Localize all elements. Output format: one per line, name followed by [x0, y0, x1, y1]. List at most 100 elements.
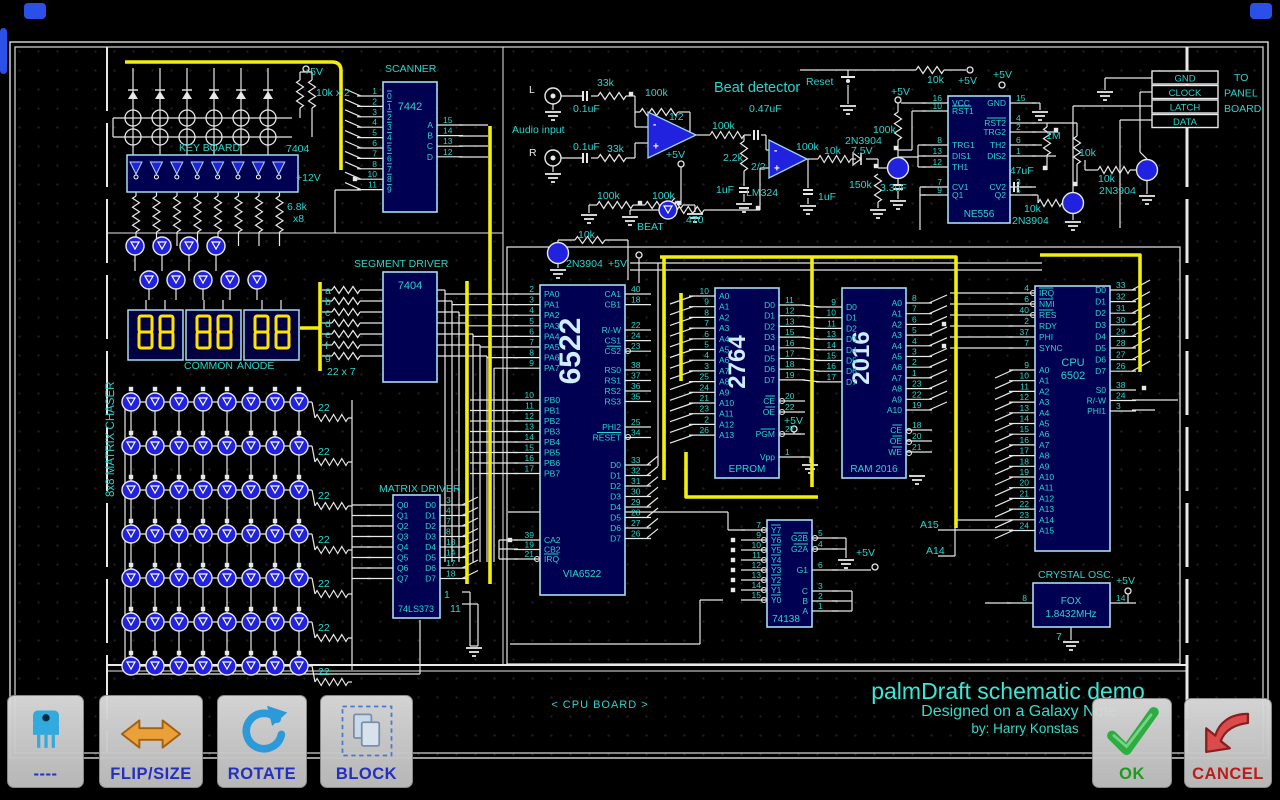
svg-text:6: 6 — [529, 326, 534, 336]
svg-text:29: 29 — [1116, 326, 1126, 336]
svg-text:PANEL: PANEL — [1224, 88, 1258, 100]
svg-text:1M: 1M — [1046, 130, 1061, 142]
svg-text:RS0: RS0 — [604, 365, 621, 375]
svg-text:D1: D1 — [764, 311, 775, 321]
svg-text:D1: D1 — [610, 471, 621, 481]
svg-text:8: 8 — [1022, 593, 1027, 603]
svg-text:A2: A2 — [892, 319, 903, 329]
svg-text:4: 4 — [372, 117, 377, 127]
svg-text:DIS2: DIS2 — [987, 151, 1006, 161]
svg-text:13: 13 — [785, 316, 795, 326]
svg-text:RESET: RESET — [593, 433, 621, 443]
svg-text:OE: OE — [890, 436, 903, 446]
svg-text:7: 7 — [1024, 338, 1029, 348]
svg-text:C: C — [802, 586, 808, 596]
svg-text:Y1: Y1 — [771, 585, 782, 595]
svg-text:A13: A13 — [719, 430, 734, 440]
svg-text:TRG2: TRG2 — [983, 127, 1006, 137]
svg-text:D0: D0 — [425, 500, 436, 510]
svg-text:14: 14 — [446, 548, 456, 558]
svg-text:10k x 2: 10k x 2 — [316, 87, 350, 99]
svg-text:25: 25 — [700, 372, 710, 382]
svg-text:18: 18 — [1020, 456, 1030, 466]
svg-text:26: 26 — [631, 529, 641, 539]
svg-text:3.3uF: 3.3uF — [880, 182, 907, 194]
svg-text:17: 17 — [1020, 446, 1030, 456]
cancel-button[interactable]: CANCEL — [1184, 698, 1272, 788]
svg-text:DATA: DATA — [1173, 117, 1198, 128]
svg-text:32: 32 — [1116, 292, 1126, 302]
component-layer: -+-+ — [121, 65, 1219, 676]
svg-text:D5: D5 — [764, 354, 775, 364]
svg-text:22: 22 — [318, 490, 330, 502]
svg-text:8: 8 — [912, 293, 917, 303]
svg-text:1: 1 — [785, 447, 790, 457]
svg-text:33k: 33k — [607, 143, 625, 155]
svg-text:22: 22 — [785, 402, 795, 412]
svg-text:6: 6 — [387, 153, 392, 163]
svg-text:14: 14 — [1020, 414, 1030, 424]
svg-text:PHI2: PHI2 — [602, 422, 621, 432]
svg-text:10k: 10k — [824, 145, 842, 157]
svg-text:-: - — [774, 146, 777, 157]
chip-segment-driver-7404[interactable]: 7404 — [382, 271, 438, 383]
svg-text:74138: 74138 — [772, 614, 800, 625]
svg-text:1: 1 — [387, 101, 392, 111]
block-button[interactable]: BLOCK — [320, 695, 413, 788]
svg-text:D6: D6 — [846, 366, 857, 376]
svg-text:D3: D3 — [425, 532, 436, 542]
svg-text:22: 22 — [318, 578, 330, 590]
svg-text:7: 7 — [704, 318, 709, 328]
svg-text:11: 11 — [785, 295, 794, 305]
svg-text:A10: A10 — [1039, 472, 1054, 482]
svg-text:a: a — [325, 285, 331, 297]
svg-text:CRYSTAL OSC.: CRYSTAL OSC. — [1038, 569, 1114, 581]
svg-text:D1: D1 — [425, 511, 436, 521]
flip-size-button[interactable]: FLIP/SIZE — [99, 695, 203, 788]
blue-edge-mark — [0, 28, 7, 74]
svg-text:24: 24 — [1116, 391, 1126, 401]
svg-text:2: 2 — [1024, 316, 1029, 326]
svg-text:10: 10 — [700, 286, 710, 296]
svg-text:15: 15 — [1016, 93, 1026, 103]
chip-matrix-driver-74ls373[interactable]: 74LS373Q0Q1Q2Q3Q4Q5Q6Q73D04D17D28D313D41… — [367, 494, 466, 619]
svg-text:5: 5 — [818, 528, 823, 538]
svg-text:Q0: Q0 — [397, 500, 409, 510]
svg-text:30: 30 — [631, 487, 641, 497]
svg-text:A11: A11 — [1039, 483, 1054, 493]
svg-text:13: 13 — [933, 146, 943, 156]
svg-text:18: 18 — [446, 569, 456, 579]
svg-text:1.8432MHz: 1.8432MHz — [1045, 609, 1096, 620]
svg-text:7: 7 — [372, 148, 377, 158]
ok-button[interactable]: OK — [1092, 698, 1172, 788]
component-button[interactable]: ---- — [7, 695, 84, 788]
svg-text:26: 26 — [700, 425, 710, 435]
svg-text:12: 12 — [752, 560, 762, 570]
svg-text:GND: GND — [1174, 74, 1195, 85]
rotate-button[interactable]: ROTATE — [217, 695, 307, 788]
svg-text:A14: A14 — [926, 545, 945, 557]
demo-byline: by: Harry Konstas — [971, 721, 1079, 736]
svg-text:A0: A0 — [892, 298, 903, 308]
svg-text:Q1: Q1 — [952, 190, 964, 200]
svg-text:3: 3 — [704, 361, 709, 371]
rotate-button-label: ROTATE — [227, 765, 297, 783]
svg-text:2: 2 — [704, 414, 709, 424]
svg-text:2764: 2764 — [724, 335, 751, 389]
svg-text:10: 10 — [1020, 371, 1030, 381]
svg-text:e: e — [325, 329, 331, 341]
svg-text:8: 8 — [387, 174, 392, 184]
svg-text:A6: A6 — [719, 355, 730, 365]
svg-text:40: 40 — [1020, 305, 1030, 315]
svg-text:A8: A8 — [719, 377, 730, 387]
svg-text:9: 9 — [529, 358, 534, 368]
